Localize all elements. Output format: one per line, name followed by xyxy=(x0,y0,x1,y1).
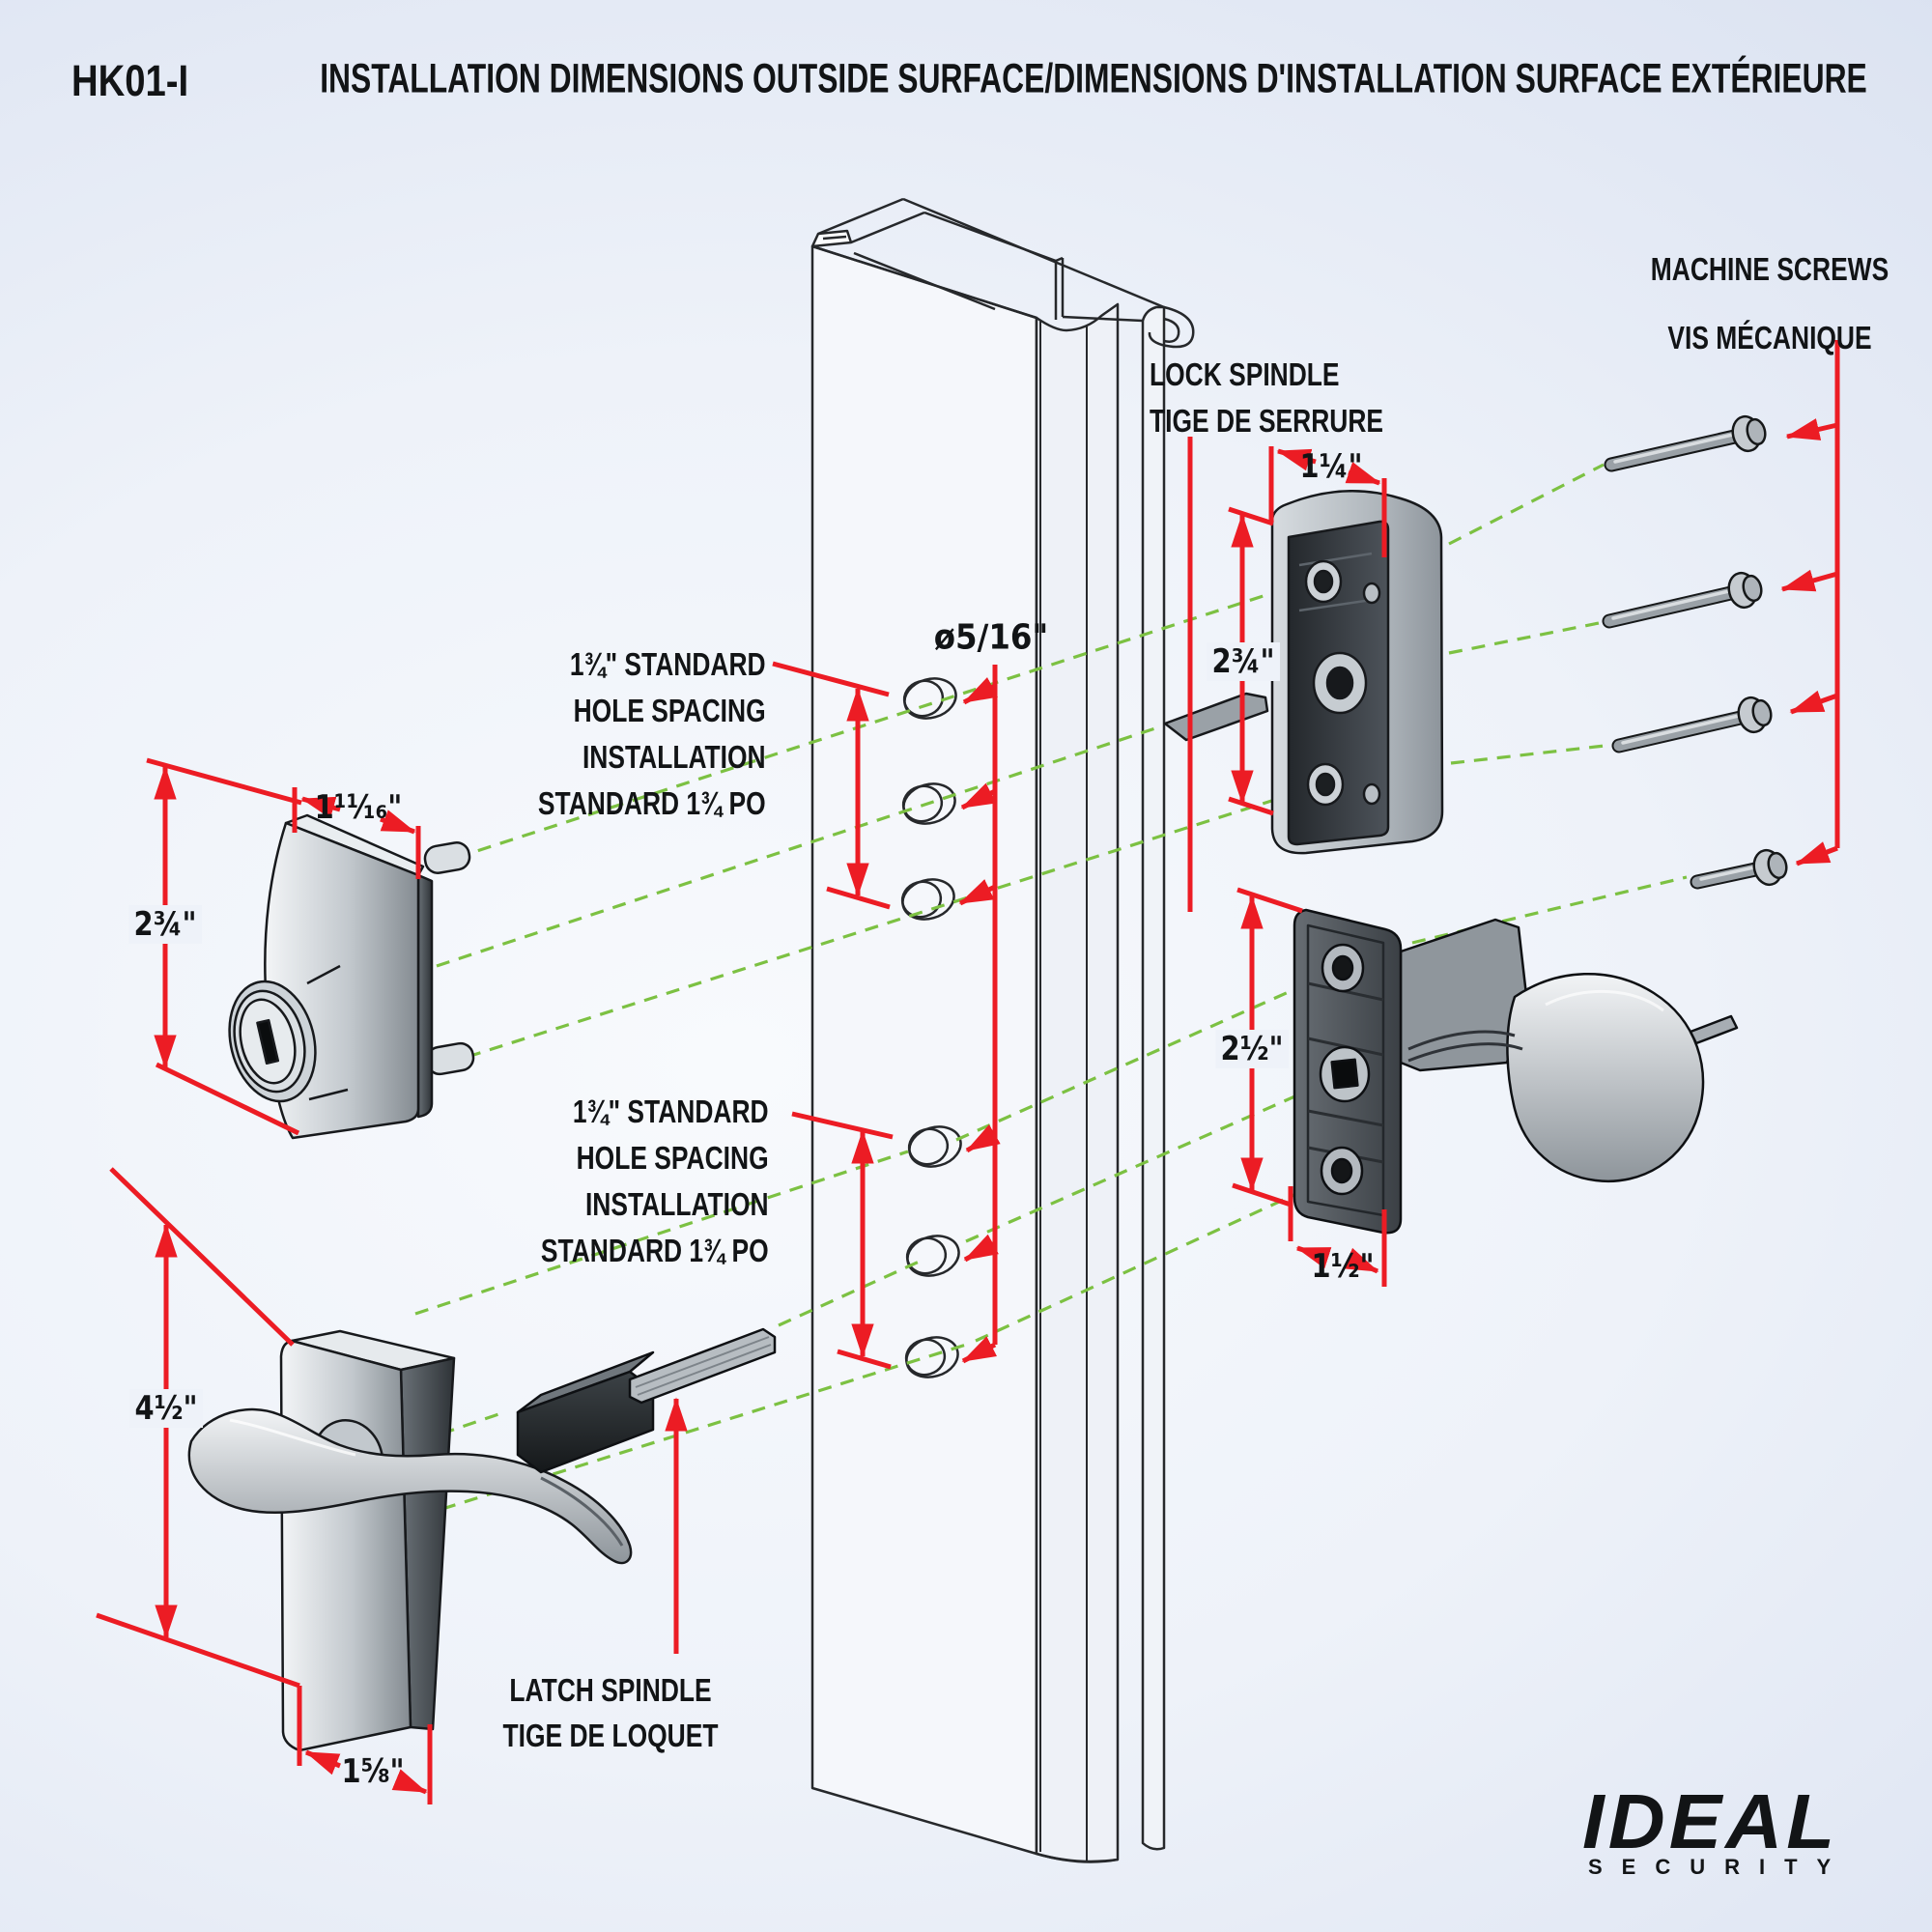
dim-housing-width: 1¼" xyxy=(1299,447,1363,486)
machine-screw xyxy=(1602,571,1763,629)
dim-handle-height: 4½" xyxy=(129,1389,203,1428)
lock-mounting-pin xyxy=(423,841,471,874)
stile-mounting-holes xyxy=(900,677,962,1378)
bracket-screw-post xyxy=(1320,1146,1364,1196)
dimension-handle-height xyxy=(96,1167,300,1689)
bracket-screw-post xyxy=(1321,943,1365,993)
page-title: INSTALLATION DIMENSIONS OUTSIDE SURFACE/… xyxy=(320,55,1867,102)
machine-screw xyxy=(1611,696,1773,753)
handle-backplate xyxy=(279,1329,456,1752)
alignment-line xyxy=(436,724,1162,968)
door-stile xyxy=(810,197,1195,1863)
inside-lock-housing xyxy=(1270,490,1444,855)
housing-screw-post xyxy=(1304,559,1343,604)
callout-hole-spacing-lower: 1¾" STANDARD HOLE SPACING INSTALLATION S… xyxy=(541,1094,769,1268)
dim-outside-lock-width: 1¹¹⁄₁₆" xyxy=(314,788,403,827)
callout-lock-spindle: LOCK SPINDLE TIGE DE SERRURE xyxy=(1150,356,1384,439)
dim-latch-height: 2½" xyxy=(1215,1030,1289,1068)
thumb-knob xyxy=(1506,972,1705,1183)
lever-arm xyxy=(187,1407,633,1565)
lock-spindle-rod xyxy=(1163,692,1269,742)
alignment-line xyxy=(955,974,1326,1142)
key-cylinder xyxy=(228,980,317,1103)
alignment-line xyxy=(1448,463,1605,546)
alignment-line xyxy=(1448,620,1605,655)
dimension-latch-width xyxy=(1288,1186,1387,1287)
dimension-hole-diameter-leader xyxy=(958,665,1001,1364)
machine-screw xyxy=(1604,414,1767,472)
bracket-square-hub xyxy=(1319,1045,1371,1103)
alignment-lines xyxy=(414,463,1688,1511)
brand-logo: IDEAL xyxy=(1582,1778,1839,1864)
brand-logo-subtitle: SECURITY xyxy=(1588,1855,1851,1879)
alignment-line xyxy=(418,1410,505,1443)
latch-bracket xyxy=(1293,908,1739,1235)
dimension-upper-hole-spacing xyxy=(772,661,891,910)
alignment-line xyxy=(455,578,1315,860)
dimension-lower-hole-spacing xyxy=(791,1111,894,1370)
callout-hole-diameter: ø5/16" xyxy=(933,617,1049,658)
outside-lock xyxy=(228,813,475,1140)
alignment-line xyxy=(965,1082,1324,1243)
dimension-lines xyxy=(96,340,1840,1804)
callout-machine-screws-en: MACHINE SCREWS xyxy=(1650,251,1889,287)
housing-spindle-hub xyxy=(1312,651,1368,715)
machine-screws xyxy=(1602,414,1788,890)
dim-outside-lock-height: 2¾" xyxy=(128,905,202,944)
dimension-handle-width xyxy=(297,1686,433,1804)
callout-latch-spindle-fr: TIGE DE LOQUET xyxy=(502,1718,719,1753)
mounting-hole xyxy=(902,677,957,720)
latch-spindle-rod xyxy=(516,1327,777,1474)
machine-screw xyxy=(1690,848,1788,890)
alignment-line xyxy=(1450,743,1614,765)
alignment-line xyxy=(975,1180,1322,1343)
callout-machine-screws-fr: VIS MÉCANIQUE xyxy=(1667,320,1872,355)
model-number: HK01-I xyxy=(71,56,189,105)
callout-latch-spindle-en: LATCH SPINDLE xyxy=(509,1672,712,1708)
dim-housing-height: 2¾" xyxy=(1207,642,1280,681)
dimension-outside-lock-width xyxy=(292,787,421,879)
lever-handle-assembly xyxy=(187,1329,633,1752)
mounting-hole xyxy=(905,1235,960,1277)
dimension-housing-width xyxy=(1268,446,1387,557)
dim-handle-width: 1⅝" xyxy=(341,1752,405,1791)
alignment-line xyxy=(414,1150,909,1316)
dim-latch-width: 1½" xyxy=(1311,1247,1375,1286)
knob-rod xyxy=(1689,1014,1739,1045)
mounting-hole xyxy=(900,878,955,921)
mounting-hole xyxy=(907,1125,962,1168)
callout-hole-spacing-upper: 1¾" STANDARD HOLE SPACING INSTALLATION S… xyxy=(538,646,766,821)
machine-screws-leader xyxy=(1780,340,1840,867)
housing-screw-post xyxy=(1306,762,1345,807)
alignment-line xyxy=(467,787,1309,1059)
